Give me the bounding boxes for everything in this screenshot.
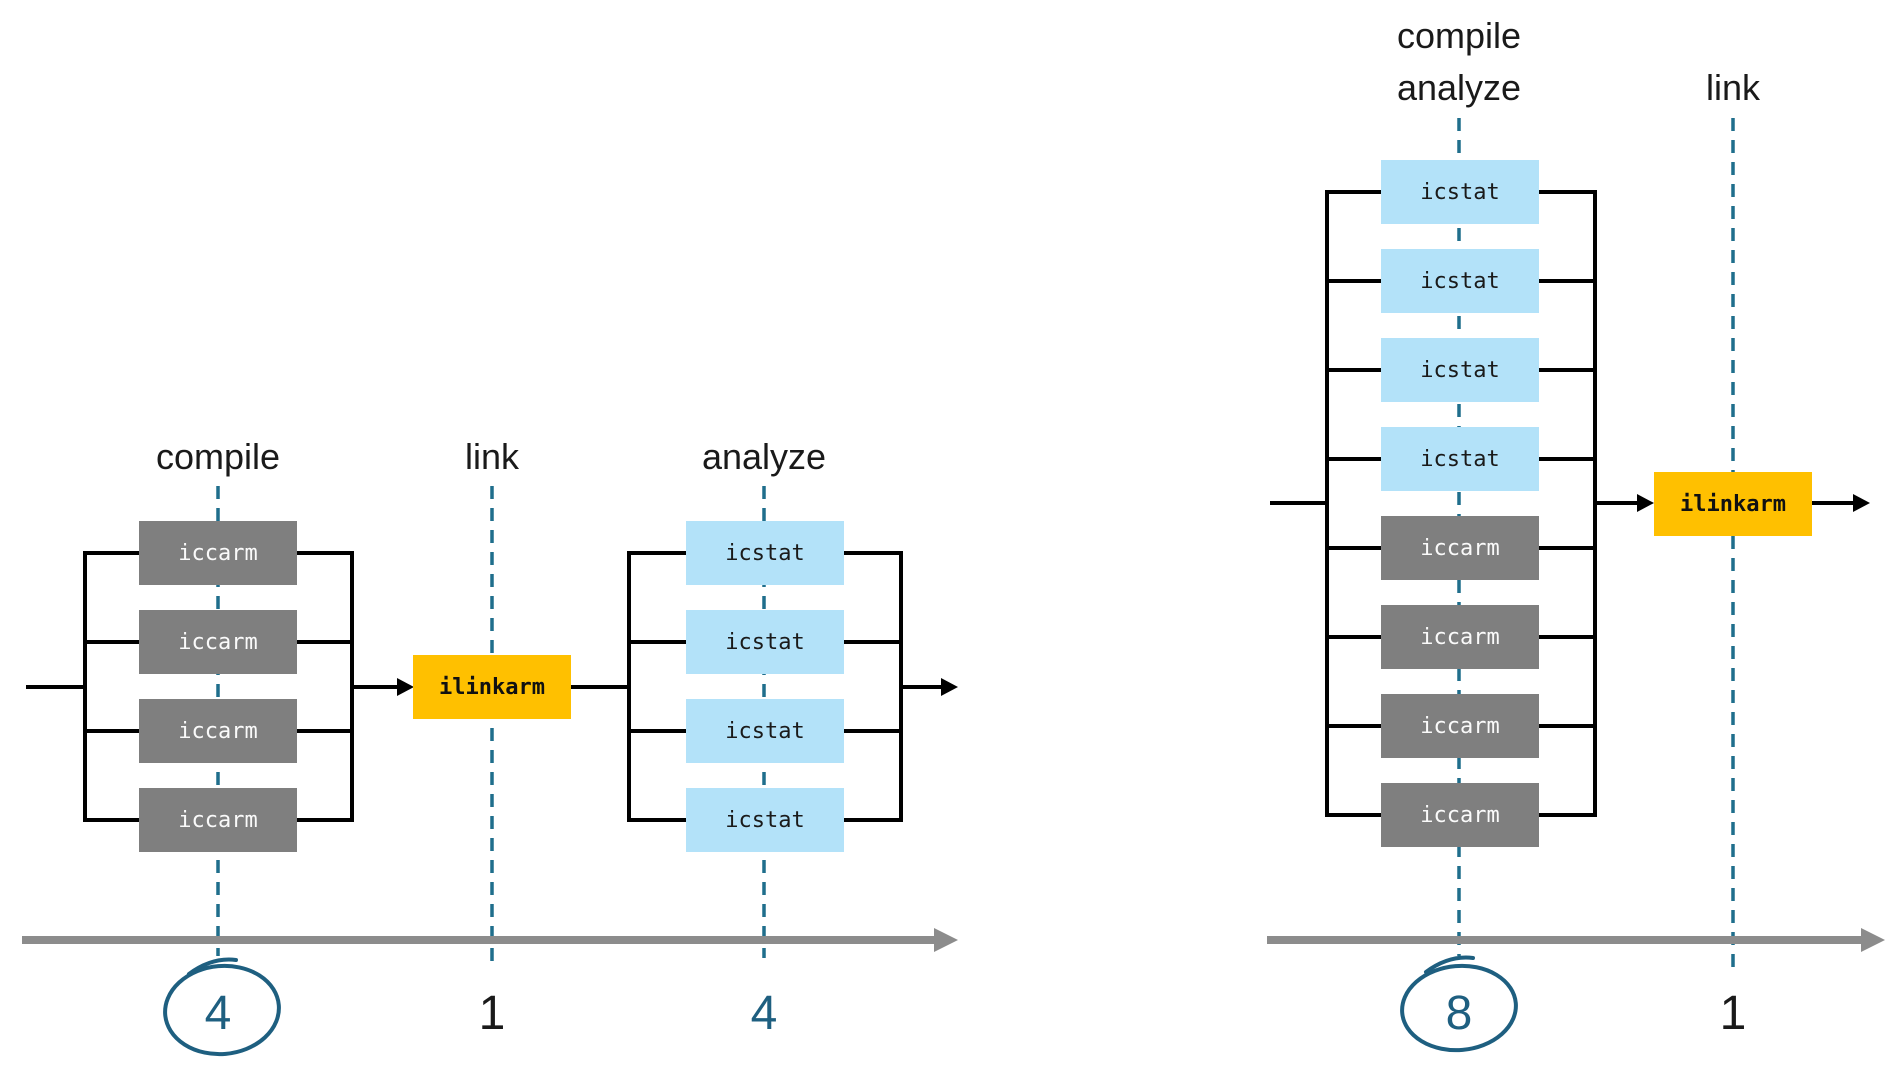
phase-label-compile: compile [155, 436, 281, 477]
count-link: 1 [1719, 987, 1747, 1040]
left-arrowheads [397, 678, 958, 696]
left-timeline [22, 928, 958, 952]
analyzer-box: icstat [686, 610, 844, 674]
analyzer-box: icstat [686, 699, 844, 763]
compiler-box: iccarm [139, 521, 297, 585]
analyzer-box: icstat [686, 788, 844, 852]
analyzer-box: icstat [1381, 249, 1539, 313]
compiler-box: iccarm [139, 699, 297, 763]
arrowhead-icon [397, 678, 414, 696]
arrowhead-icon [1853, 494, 1870, 512]
right-connectors [1270, 190, 1855, 817]
phase-label-link: link [464, 436, 520, 477]
arrowhead-icon [1637, 494, 1654, 512]
timeline-arrowhead-icon [1861, 928, 1885, 952]
analyzer-box: icstat [686, 521, 844, 585]
circle-tail [1424, 955, 1475, 974]
count-link: 1 [478, 987, 506, 1040]
compiler-box: iccarm [139, 788, 297, 852]
linker-box: ilinkarm [1654, 472, 1812, 536]
compiler-box: iccarm [1381, 694, 1539, 758]
phase-label-analyze: analyze [1396, 67, 1522, 108]
right-timeline [1267, 928, 1885, 952]
count-compile-circled: 4 [204, 987, 232, 1040]
left-annotation-circle [163, 957, 281, 1057]
circle-tail [187, 957, 238, 976]
count-compile-analyze-circled: 8 [1445, 987, 1473, 1040]
analyzer-box: icstat [1381, 160, 1539, 224]
left-connectors [26, 551, 943, 822]
phase-label-compile: compile [1396, 15, 1522, 56]
compiler-box: iccarm [1381, 516, 1539, 580]
analyzer-box: icstat [1381, 427, 1539, 491]
compiler-box: iccarm [1381, 605, 1539, 669]
compiler-box: iccarm [139, 610, 297, 674]
left-phase-dashed-lines [216, 486, 766, 970]
timeline-arrowhead-icon [934, 928, 958, 952]
phase-label-analyze: analyze [701, 436, 827, 477]
right-annotation-circle [1400, 955, 1518, 1053]
phase-label-link: link [1705, 67, 1761, 108]
analyzer-box: icstat [1381, 338, 1539, 402]
count-analyze: 4 [750, 987, 778, 1040]
linker-box: ilinkarm [413, 655, 571, 719]
arrowhead-icon [941, 678, 958, 696]
compiler-box: iccarm [1381, 783, 1539, 847]
right-arrowheads [1637, 494, 1870, 512]
